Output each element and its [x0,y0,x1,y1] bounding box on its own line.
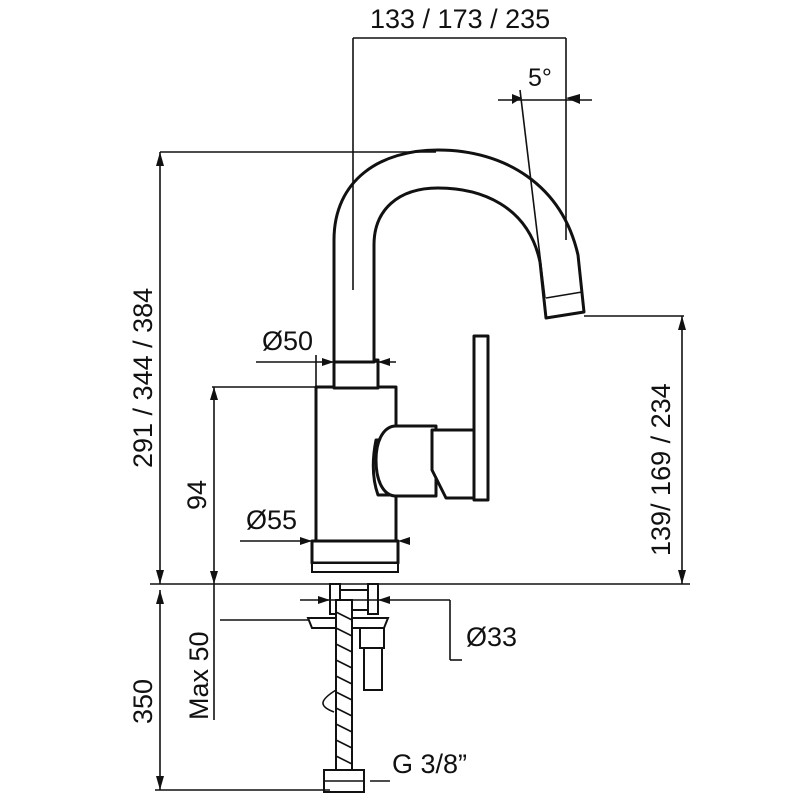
max-deck-label: Max 50 [184,631,214,720]
base-diameter-label: Ø55 [246,505,297,535]
connection-thread-label: G 3/8” [392,749,467,779]
spout-height-label: 139/ 169 / 234 [646,383,676,556]
hose-length-label: 350 [128,679,158,724]
base-ring-lower [311,562,399,573]
handle-lever [472,334,490,502]
aerator-line [545,291,583,299]
upper-diameter-label: Ø50 [262,326,313,356]
base-ring [310,539,400,565]
spout [332,148,586,364]
body-height-label: 94 [182,480,212,510]
spout-angle-label: 5° [528,64,552,92]
spout-reach-label: 133 / 173 / 235 [370,4,550,34]
fixing-rod [363,647,383,691]
dimension-lines [155,37,686,791]
dimension-labels: 133 / 173 / 235 5° 291 / 344 / 384 139/ … [128,4,676,779]
handle [371,334,490,502]
shank-diameter-label: Ø33 [466,622,517,652]
total-height-label: 291 / 344 / 384 [128,288,158,468]
upper-collar [332,358,380,390]
